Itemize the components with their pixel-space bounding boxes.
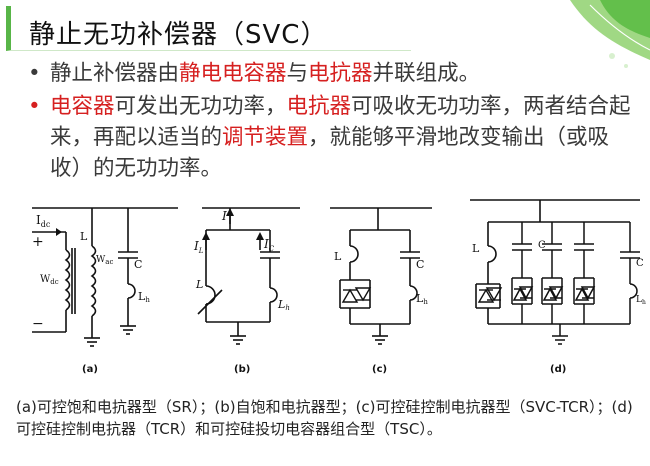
label-lh-d: Lh: [636, 295, 646, 306]
bullet-text: 与: [286, 61, 309, 86]
panel-label-b: (b): [234, 364, 250, 375]
bullet-item: • 电容器可发出无功功率，电抗器可吸收无功功率，两者结合起来，再配以适当的调节装…: [22, 91, 637, 184]
panel-label-c: (c): [372, 364, 387, 375]
label-minus: −: [32, 316, 44, 332]
label-lh-b: Lh: [277, 298, 290, 312]
figure-caption: (a)可控饱和电抗器型（SR）；(b)自饱和电抗器型；(c)可控硅控制电抗器型（…: [16, 398, 633, 438]
label-wdc: Wdc: [40, 274, 59, 286]
highlight-term: 静电电容器: [179, 61, 287, 86]
bullet-dot: •: [28, 61, 41, 86]
current-arrows: [56, 208, 264, 240]
label-l-b: L: [195, 278, 203, 291]
panel-label-a: (a): [82, 364, 98, 375]
bullet-text: ，就能够平滑地改变输出（或吸收）的无功功率。: [50, 125, 610, 181]
title-bar: 静止无功补偿器（SVC）: [6, 6, 411, 51]
label-l-c: L: [334, 250, 342, 263]
label-c-a: C: [134, 258, 142, 271]
bullet-text: 静止补偿器由: [50, 61, 180, 86]
highlight-term: 电抗器: [286, 94, 352, 119]
label-i-b: I: [221, 209, 227, 223]
bullet-text: 可吸收无功功率，两者结合起来，再配以适当的: [50, 94, 631, 150]
leaf-decoration-icon: [570, 0, 650, 68]
slide-title: 静止无功补偿器（SVC）: [29, 20, 328, 50]
label-il-b: IL: [193, 239, 204, 255]
highlight-term: 调节装置: [222, 125, 309, 150]
label-lh-a: Lh: [138, 290, 150, 304]
highlight-term: 电容器: [50, 94, 115, 119]
highlight-term: 电抗器: [308, 61, 373, 86]
tsc-branches: [488, 222, 640, 345]
label-ic-b: IC: [263, 237, 275, 253]
label-c-d2: C: [636, 258, 644, 269]
label-c-c: C: [416, 258, 424, 271]
bullet-list: • 静止补偿器由静电电容器与电抗器并联组成。 • 电容器可发出无功功率，电抗器可…: [22, 58, 637, 184]
thyristor-pairs: [341, 287, 503, 303]
bullet-text: 可发出无功功率，: [114, 94, 287, 119]
svc-circuit-diagram: Idc + − Wdc L Wac C Lh I IL IC L Lh L C …: [32, 199, 646, 375]
label-l-a: L: [80, 230, 88, 243]
label-lh-c: Lh: [416, 292, 428, 306]
label-wac: Wac: [96, 255, 113, 266]
label-c-d1: C: [538, 240, 546, 251]
label-idc: Idc: [36, 213, 51, 229]
panel-label-d: (d): [550, 364, 566, 375]
label-plus: +: [32, 234, 44, 250]
bullet-text: 并联组成。: [372, 61, 481, 86]
label-l-d: L: [472, 242, 480, 255]
bullet-item: • 静止补偿器由静电电容器与电抗器并联组成。: [22, 58, 637, 89]
bullet-dot: •: [28, 94, 41, 119]
